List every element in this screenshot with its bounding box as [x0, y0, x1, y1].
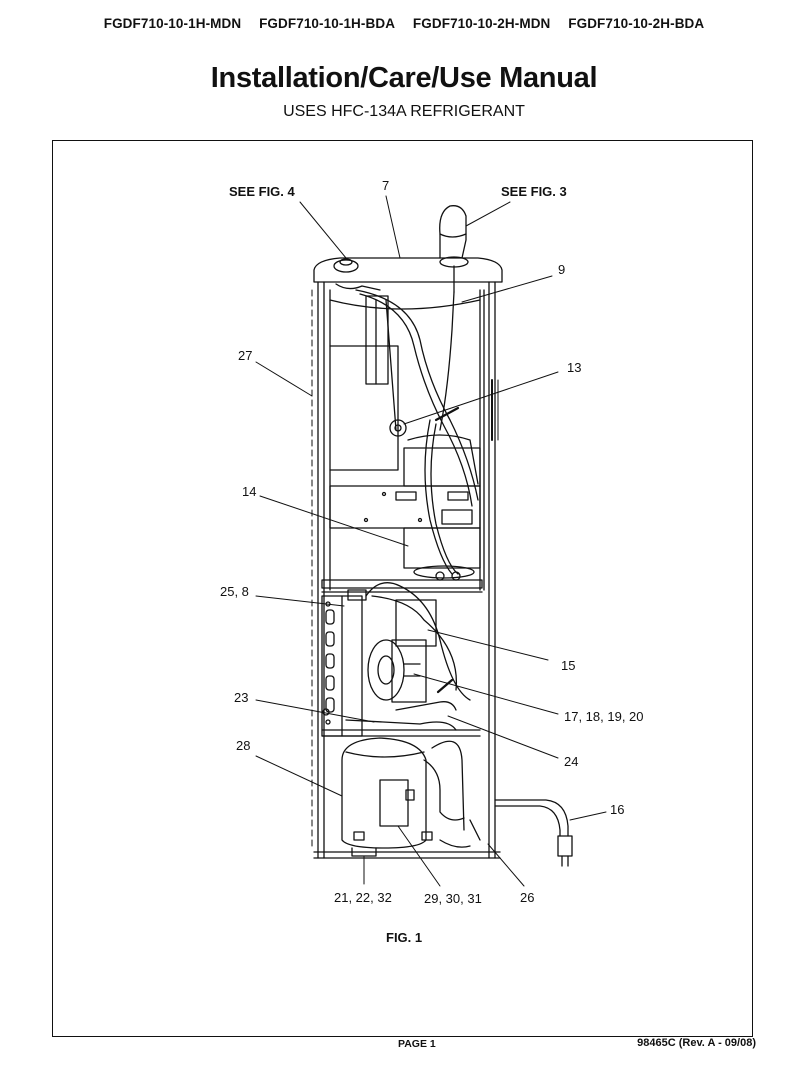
callout-21-32: 21, 22, 32 — [334, 890, 392, 905]
compressor — [341, 737, 465, 857]
callout-17-20: 17, 18, 19, 20 — [564, 709, 644, 724]
cabinet-frame — [311, 257, 503, 859]
figure-frame — [52, 140, 753, 1037]
model-number: FGDF710-10-1H-MDN — [103, 16, 242, 31]
page-number: PAGE 1 — [398, 1038, 436, 1050]
base-drain — [439, 819, 481, 848]
callout-27: 27 — [238, 348, 252, 363]
callout-14: 14 — [242, 484, 256, 499]
callout-26: 26 — [520, 890, 534, 905]
water-tank — [329, 295, 481, 471]
callout-see-fig-4: SEE FIG. 4 — [229, 184, 296, 199]
callout-15: 15 — [561, 658, 575, 673]
fan-motor — [367, 599, 437, 703]
callout-13: 13 — [567, 360, 581, 375]
model-number: FGDF710-10-2H-BDA — [568, 16, 705, 31]
callout-16: 16 — [610, 802, 624, 817]
callout-see-fig-3: SEE FIG. 3 — [501, 184, 567, 199]
mid-panel — [329, 485, 481, 529]
model-number: FGDF710-10-1H-BDA — [259, 16, 396, 31]
power-cord — [494, 799, 573, 867]
callout-9: 9 — [558, 262, 565, 277]
shelf — [321, 571, 483, 593]
model-number: FGDF710-10-2H-MDN — [412, 16, 551, 31]
wiring — [321, 582, 481, 737]
callout-24: 24 — [564, 754, 578, 769]
callout-28: 28 — [236, 738, 250, 753]
callout-29-31: 29, 30, 31 — [424, 891, 482, 906]
upper-tubing — [355, 289, 479, 575]
bubbler — [439, 205, 469, 293]
callout-25-8: 25, 8 — [220, 584, 249, 599]
page-title: Installation/Care/Use Manual — [210, 62, 598, 94]
leader-lines — [255, 195, 607, 887]
document-number: 98465C (Rev. A - 09/08) — [637, 1037, 756, 1049]
callout-7: 7 — [382, 178, 389, 193]
callout-23: 23 — [234, 690, 248, 705]
push-button — [333, 258, 381, 291]
model-numbers: FGDF710-10-1H-MDN FGDF710-10-1H-BDA FGDF… — [0, 16, 808, 31]
page-subtitle: USES HFC-134A REFRIGERANT — [283, 103, 525, 120]
figure-caption: FIG. 1 — [386, 930, 422, 945]
